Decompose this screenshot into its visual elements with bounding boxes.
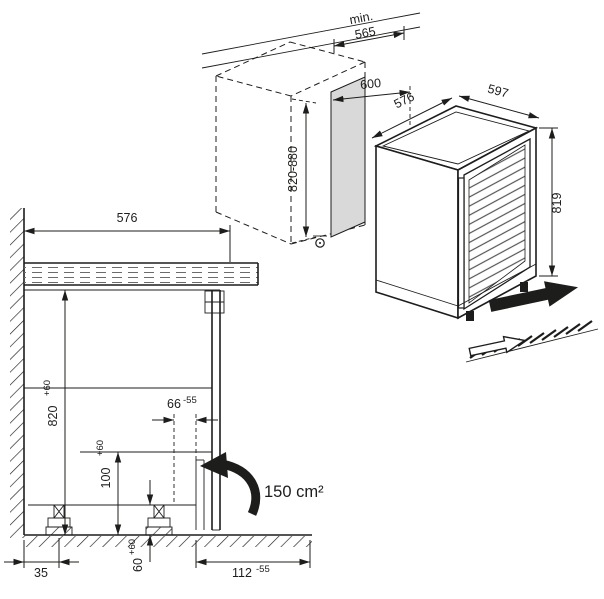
dim-vent-width-value: 112 [232, 566, 252, 580]
dim-wall-gap: 35 [4, 538, 79, 580]
caster-icon [313, 235, 327, 248]
worktop-edge-lines [201, 12, 421, 69]
door-handle [457, 177, 465, 309]
dim-section-depth: 576 [24, 211, 231, 262]
appliance-section [24, 289, 225, 531]
appliance-foot-section [145, 504, 173, 536]
dim-section-height-tol: +60 [42, 380, 53, 396]
dim-section-depth-value: 576 [117, 211, 138, 225]
section-view: 576 820 +60 100 +60 66 -55 150 cm² [4, 208, 324, 580]
dim-wall-gap-value: 35 [34, 566, 48, 580]
dim-plinth-height-value: 100 [99, 468, 113, 489]
floor-hatch [24, 536, 312, 547]
airflow-arrowhead [200, 452, 228, 478]
vent-area-callout: 150 cm² [200, 452, 324, 516]
appliance-foot [520, 282, 528, 292]
appliance-iso [373, 105, 539, 321]
wall-hatch [10, 208, 24, 538]
dim-section-niche-height: 820 +60 [42, 290, 69, 535]
airflow-arrow-solid [488, 281, 579, 312]
dim-niche-height-value: 820-880 [286, 146, 300, 192]
dim-niche-width-value: 600 [359, 76, 381, 92]
airflow-curved-arrow [220, 459, 261, 516]
dim-section-height-value: 820 [46, 406, 60, 427]
dim-foot-height-tol: +60 [127, 539, 138, 555]
dim-min-label: min. [348, 9, 374, 27]
dim-vent-width-tol: -55 [256, 564, 270, 575]
dim-appliance-depth-value: 576 [392, 89, 417, 111]
appliance-foot-section [45, 504, 73, 536]
dim-vent-width: 112 -55 [195, 540, 311, 580]
dim-appliance-height-value: 819 [550, 193, 564, 214]
dim-vent-offset: 66 -55 [152, 395, 218, 505]
airflow-arrow-outline [468, 335, 527, 357]
iso-view: min. 565 600 820-880 [201, 9, 564, 321]
dim-vent-offset-value: 66 [167, 397, 181, 411]
dim-foot-height-value: 60 [131, 558, 145, 572]
dim-niche-min-depth: min. 565 [333, 9, 405, 53]
dim-niche-height: 820-880 [286, 98, 317, 244]
worktop-section [24, 262, 259, 286]
appliance-foot [466, 311, 474, 321]
dim-appliance-width-value: 597 [486, 82, 510, 101]
dim-vent-offset-tol: -55 [183, 395, 197, 406]
door-glass [468, 144, 526, 304]
dim-niche-width: 600 [332, 76, 411, 126]
floor-section [24, 534, 312, 547]
dim-appliance-width: 597 [458, 82, 540, 119]
ventilation-airflow-icon [465, 281, 599, 363]
dim-min-value: 565 [354, 24, 377, 42]
dim-plinth-height: 100 +60 [95, 440, 122, 535]
dim-foot-height: 60 +60 [127, 480, 154, 572]
appliance-side-face [375, 144, 459, 320]
dim-plinth-height-tol: +60 [95, 440, 106, 456]
label-vent-area: 150 cm² [264, 483, 324, 501]
niche-side-panel [330, 76, 366, 238]
dim-appliance-height: 819 [539, 127, 564, 277]
